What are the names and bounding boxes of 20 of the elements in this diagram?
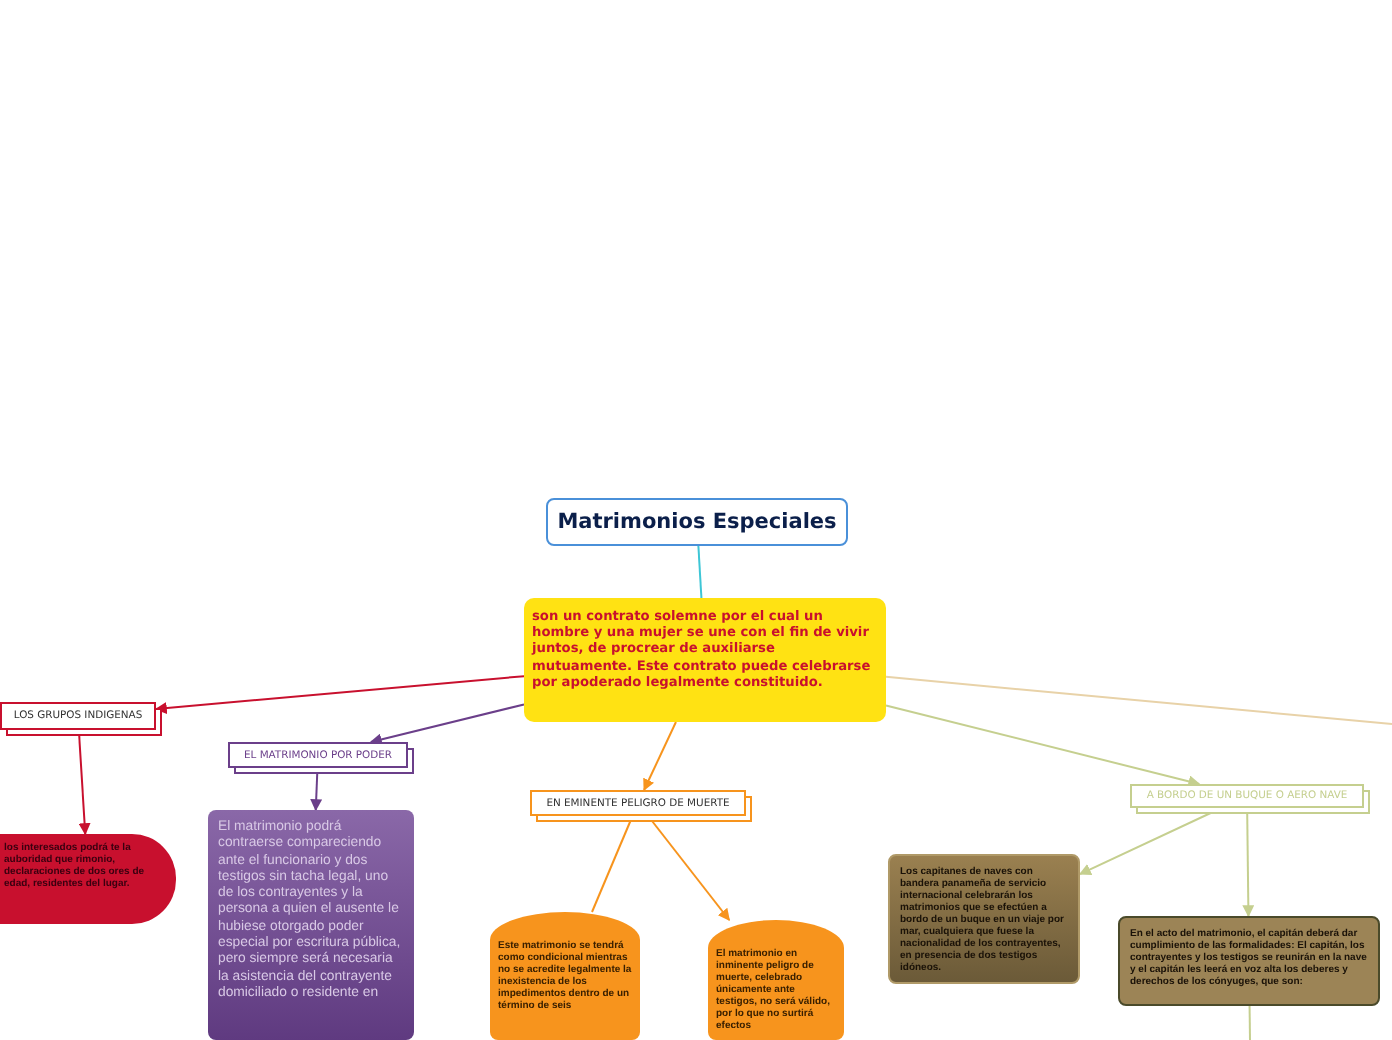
heading-text: Matrimonios Especiales bbox=[557, 510, 837, 534]
arrow bbox=[369, 703, 525, 746]
note-card bbox=[1118, 916, 1380, 1006]
arrow bbox=[643, 721, 677, 792]
note-box bbox=[708, 920, 844, 1040]
connector-line bbox=[885, 675, 1392, 725]
arrow bbox=[154, 675, 525, 715]
connector-line bbox=[1248, 1005, 1251, 1040]
branch-heading bbox=[530, 790, 746, 816]
branch-heading bbox=[228, 742, 408, 768]
arrow bbox=[885, 704, 1201, 788]
connector-line bbox=[697, 545, 703, 599]
branch-heading bbox=[1130, 784, 1364, 808]
title-box bbox=[546, 498, 848, 546]
note-box bbox=[490, 912, 640, 1040]
note-card bbox=[208, 810, 414, 1040]
topic-box bbox=[524, 598, 886, 722]
branch-heading bbox=[0, 702, 156, 730]
note-box bbox=[0, 834, 176, 924]
note-card bbox=[888, 854, 1080, 984]
